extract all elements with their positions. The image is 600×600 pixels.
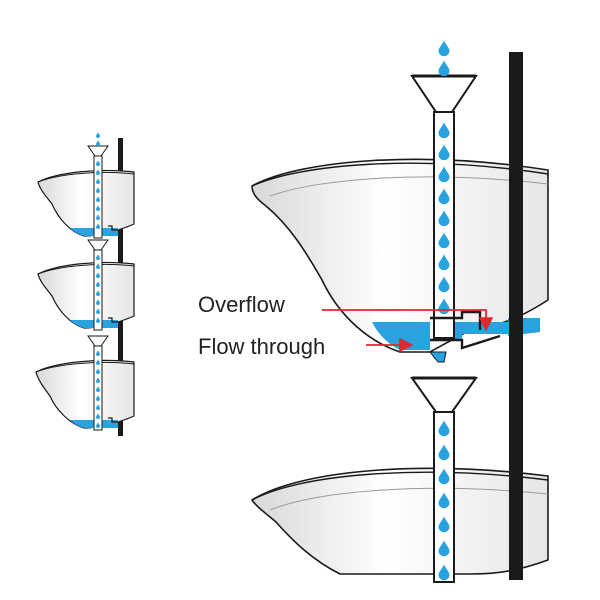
overflow-arrow <box>322 309 494 332</box>
flow-through-label: Flow through <box>198 334 325 359</box>
overview-pot-2 <box>37 261 135 329</box>
detail-upper-pot <box>251 158 549 353</box>
detail-planter-view: Overflow Flow through <box>198 40 549 583</box>
overview-tube-2 <box>87 239 109 331</box>
overview-overflow-connector-3 <box>108 417 118 423</box>
overview-pot-3 <box>35 359 135 429</box>
overview-pot-1 <box>37 169 135 237</box>
overview-overflow-connector-2 <box>108 317 118 323</box>
overflow-label: Overflow <box>198 292 285 317</box>
water-drop-icon <box>96 132 100 138</box>
overview-planter-stack <box>35 132 135 436</box>
detail-pole <box>509 52 523 580</box>
water-drop-icon <box>438 60 450 76</box>
detail-lower-pot <box>250 467 549 575</box>
overview-overflow-connector-1 <box>108 225 118 231</box>
detail-upper-water <box>372 322 430 350</box>
water-drop-icon <box>438 40 450 56</box>
water-drop-icon <box>96 140 100 146</box>
